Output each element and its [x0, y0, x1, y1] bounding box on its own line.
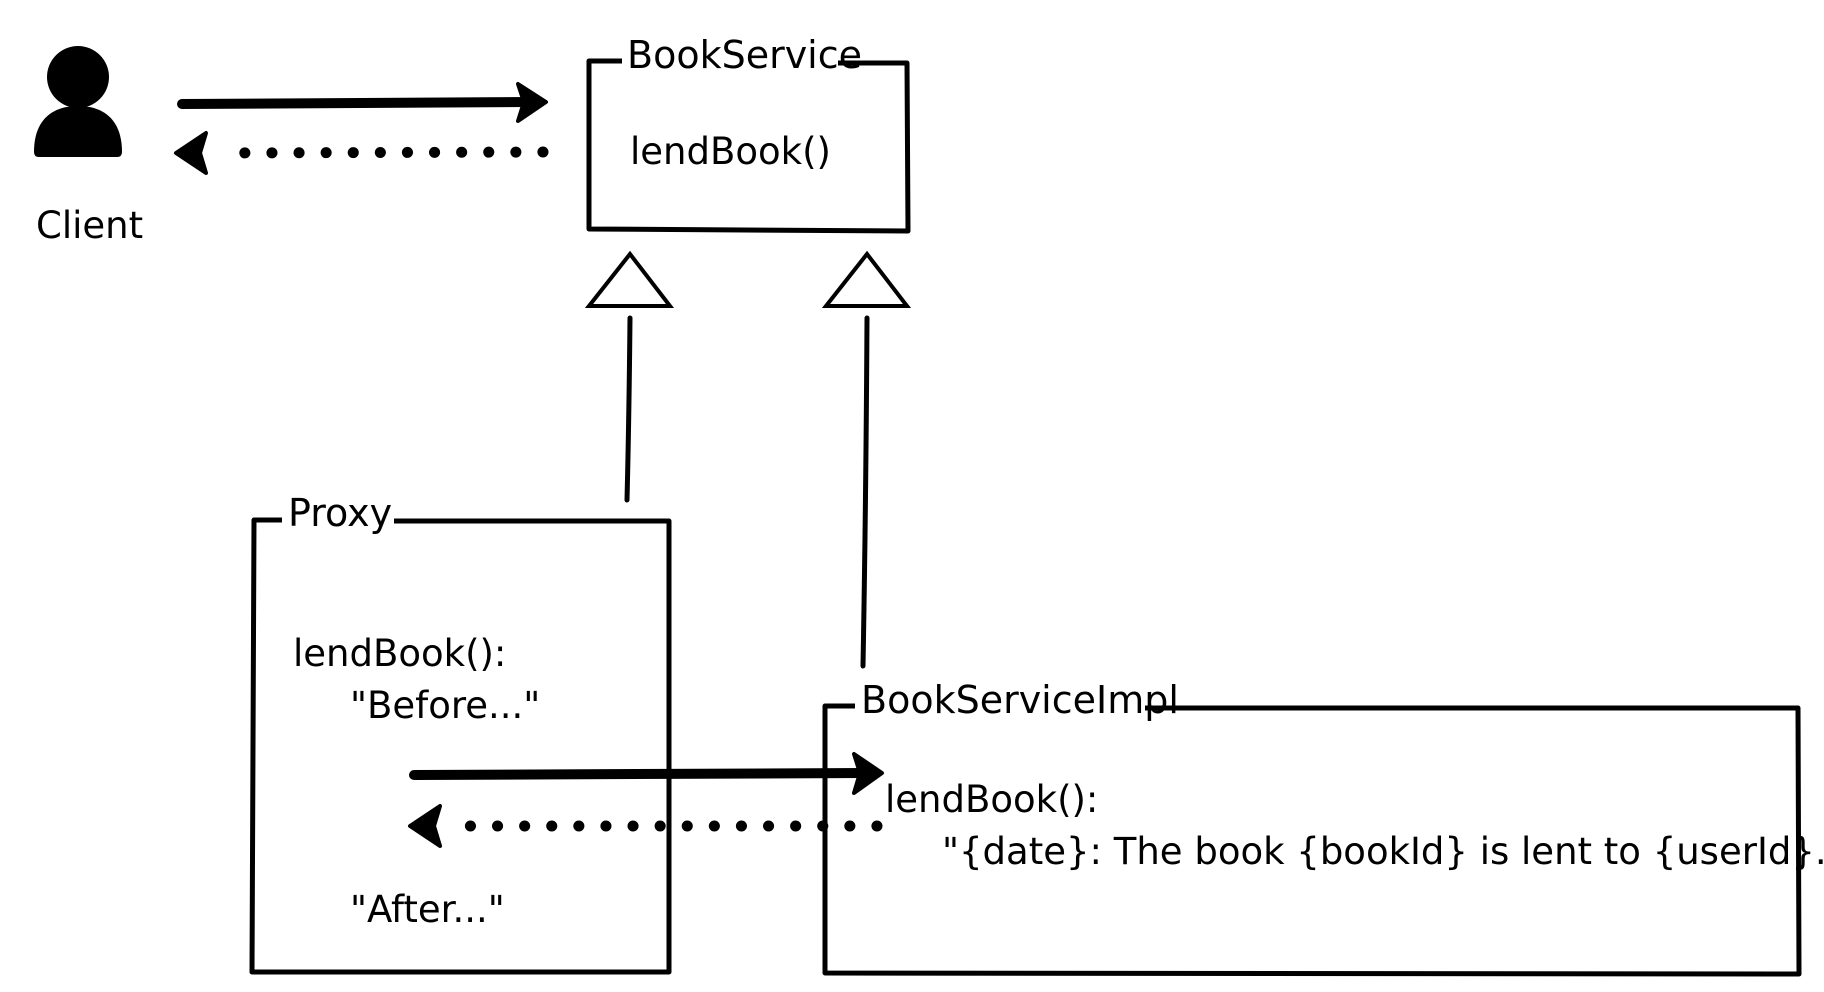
book-service-title: BookService [627, 33, 862, 77]
response-arrow-impl-to-proxy [408, 804, 883, 848]
proxy-method: lendBook(): [293, 632, 506, 675]
book-service-box: BookService lendBook() [586, 33, 911, 234]
proxy-box: Proxy lendBook(): "Before..." "After..." [249, 491, 672, 975]
request-arrow-proxy-to-impl [409, 752, 884, 795]
book-service-impl-box: BookServiceImpl lendBook(): "{date}: The… [822, 678, 1824, 977]
proxy-title: Proxy [288, 491, 392, 535]
proxy-before-text: "Before..." [350, 684, 540, 727]
user-icon [34, 46, 122, 157]
response-arrow-service-to-client [174, 131, 549, 175]
book-service-method: lendBook() [630, 130, 831, 173]
inheritance-triangle-proxy [584, 250, 675, 308]
proxy-after-text: "After..." [350, 888, 505, 931]
book-service-impl-title: BookServiceImpl [861, 678, 1179, 722]
request-arrow-client-to-service [177, 82, 548, 123]
book-service-impl-message: "{date}: The book {bookId} is lent to {u… [942, 830, 1824, 873]
client-label: Client [36, 204, 143, 247]
client-actor: Client [34, 46, 143, 247]
inheritance-triangle-impl [821, 250, 912, 308]
impl-implements-line [860, 315, 870, 669]
book-service-impl-method: lendBook(): [885, 778, 1098, 821]
proxy-implements-line [624, 315, 633, 503]
